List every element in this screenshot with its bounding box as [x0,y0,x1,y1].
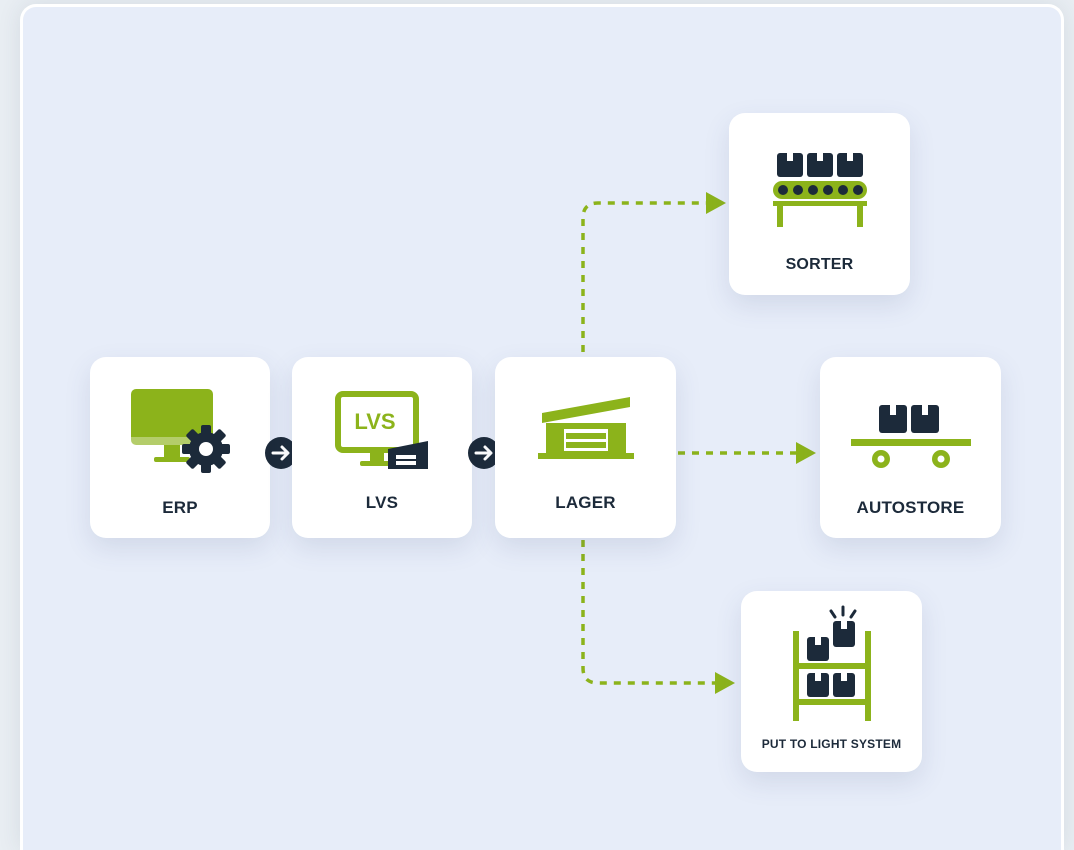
node-autostore-label: AUTOSTORE [856,498,965,517]
node-ptl-label: PUT TO LIGHT SYSTEM [761,737,902,751]
lvs-screen-text: LVS [354,409,395,434]
arrowhead-ptl [715,672,735,694]
node-autostore: AUTOSTORE [820,357,1001,538]
arrow-right-icon [468,437,500,469]
cart-boxes-icon [850,405,971,468]
node-erp: ERP [90,357,270,538]
node-lager-label: LAGER [555,493,616,512]
arrowhead-sorter [706,192,726,214]
node-sorter-label: SORTER [785,256,854,273]
lvs-monitor-icon: LVS [335,391,428,469]
node-lager: LAGER [495,357,676,538]
node-erp-label: ERP [162,498,198,517]
shelf-light-icon [792,605,871,721]
monitor-gear-icon [131,389,230,473]
warehouse-icon [537,397,634,459]
arrowhead-autostore [796,442,816,464]
node-lvs: LVS LVS [292,357,472,538]
connector-lager-ptl [581,540,717,685]
conveyor-sorter-icon [772,153,867,227]
connector-lager-sorter [581,201,708,352]
node-put-to-light-system: PUT TO LIGHT SYSTEM [741,591,922,772]
node-lvs-label: LVS [365,493,399,512]
arrow-right-icon [265,437,297,469]
node-sorter: SORTER [729,113,910,295]
